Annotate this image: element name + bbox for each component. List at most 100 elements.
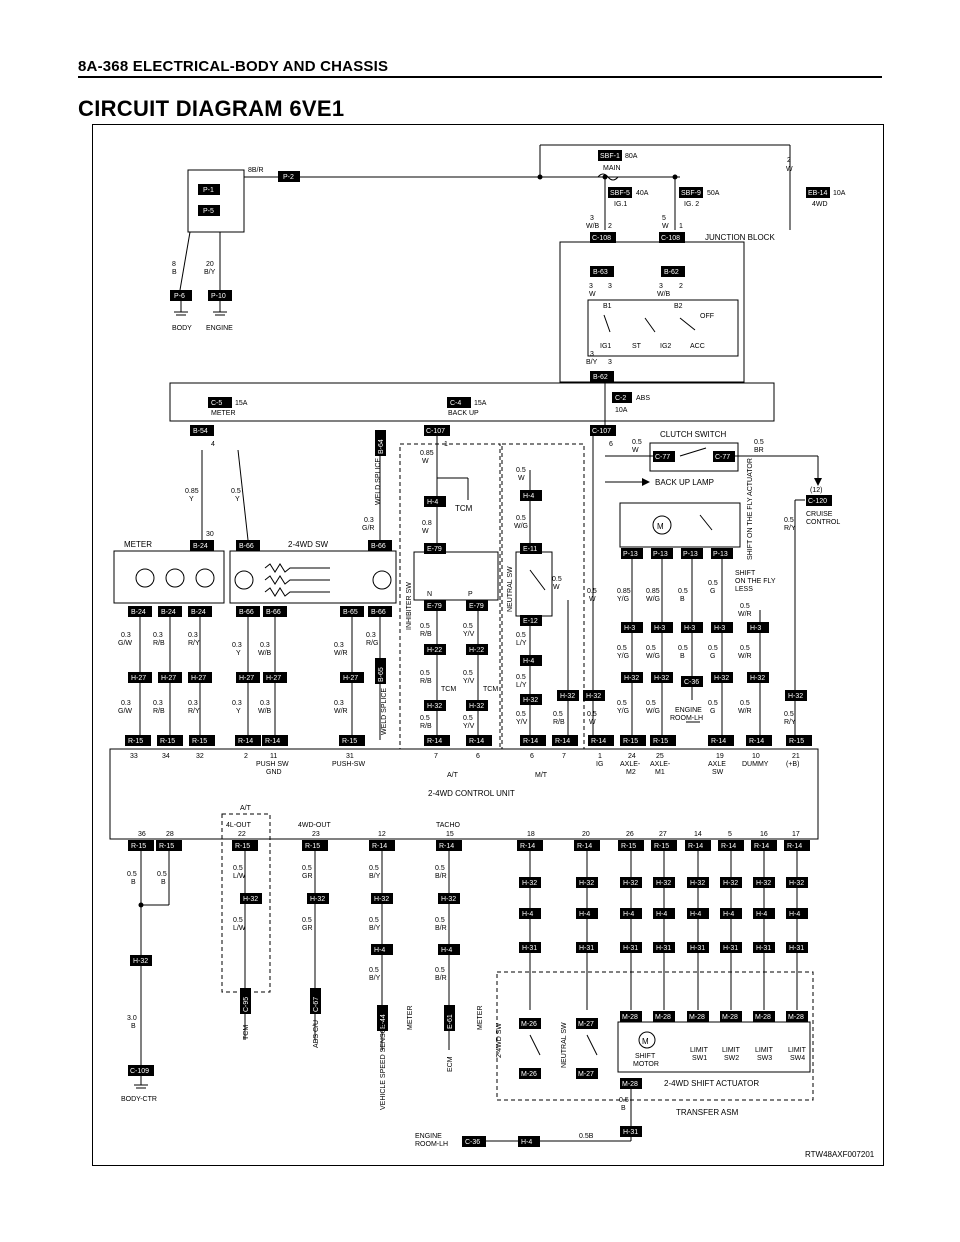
svg-text:M-26: M-26	[521, 1021, 537, 1028]
svg-text:H-27: H-27	[266, 675, 281, 682]
svg-text:4WD-OUT: 4WD-OUT	[298, 822, 331, 829]
engine-ground: ENGINE	[206, 325, 233, 332]
svg-text:C-109: C-109	[130, 1068, 149, 1075]
svg-text:H-27: H-27	[161, 675, 176, 682]
svg-text:7: 7	[562, 753, 566, 760]
svg-text:B2: B2	[674, 303, 683, 310]
svg-text:Y/G: Y/G	[617, 653, 629, 660]
svg-text:B: B	[680, 596, 685, 603]
svg-text:0.3: 0.3	[121, 632, 131, 639]
diagram-title: CIRCUIT DIAGRAM 6VE1	[78, 96, 345, 121]
svg-text:R/G: R/G	[366, 640, 378, 647]
svg-text:TCM: TCM	[243, 1025, 250, 1040]
svg-text:Y: Y	[235, 496, 240, 503]
svg-text:Y: Y	[236, 650, 241, 657]
svg-text:H-4: H-4	[522, 911, 533, 918]
svg-text:ABS: ABS	[636, 395, 650, 402]
fuse-bus	[169, 382, 775, 422]
svg-text:B/Y: B/Y	[586, 359, 598, 366]
svg-text:M-27: M-27	[578, 1021, 594, 1028]
svg-text:R-15: R-15	[128, 738, 143, 745]
svg-text:0.5: 0.5	[463, 623, 473, 630]
svg-text:25: 25	[656, 753, 664, 760]
svg-text:0.5: 0.5	[463, 670, 473, 677]
svg-text:A/T: A/T	[240, 805, 252, 812]
svg-text:0.3: 0.3	[232, 700, 242, 707]
svg-text:15A: 15A	[474, 400, 487, 407]
svg-text:0.85: 0.85	[420, 450, 434, 457]
svg-text:0.5: 0.5	[708, 580, 718, 587]
svg-text:INHIBITER SW: INHIBITER SW	[406, 582, 413, 630]
svg-text:G: G	[710, 653, 715, 660]
svg-text:10: 10	[752, 753, 760, 760]
svg-text:R/B: R/B	[553, 719, 565, 726]
svg-text:L/W: L/W	[233, 925, 246, 932]
svg-text:R/B: R/B	[153, 640, 165, 647]
svg-text:W: W	[662, 223, 669, 230]
svg-text:TACHO: TACHO	[436, 822, 461, 829]
svg-text:0.5: 0.5	[435, 967, 445, 974]
svg-text:TCM: TCM	[483, 686, 498, 693]
svg-text:CRUISE: CRUISE	[806, 511, 833, 518]
svg-text:H-3: H-3	[714, 625, 725, 632]
svg-text:M1: M1	[655, 769, 665, 776]
svg-text:0.85: 0.85	[617, 588, 631, 595]
svg-text:0.5: 0.5	[233, 865, 243, 872]
svg-text:C-77: C-77	[655, 454, 670, 461]
svg-text:C-67: C-67	[313, 997, 320, 1012]
svg-text:LIMIT: LIMIT	[690, 1047, 709, 1054]
svg-text:0.5: 0.5	[708, 645, 718, 652]
p1-label: P-1	[203, 187, 214, 194]
svg-text:0.5: 0.5	[678, 588, 688, 595]
svg-text:Y/V: Y/V	[463, 678, 475, 685]
svg-text:C-5: C-5	[211, 400, 222, 407]
svg-text:L/W: L/W	[233, 873, 246, 880]
svg-text:0.85: 0.85	[646, 588, 660, 595]
svg-text:SHIFT ON THE FLY ACTUATOR: SHIFT ON THE FLY ACTUATOR	[747, 458, 754, 560]
eb14-label: EB-14	[808, 190, 828, 197]
svg-text:R-14: R-14	[555, 738, 570, 745]
svg-text:H-4: H-4	[579, 911, 590, 918]
svg-text:H-4: H-4	[523, 493, 534, 500]
svg-text:PUSH SW: PUSH SW	[256, 761, 289, 768]
svg-text:NEUTRAL SW: NEUTRAL SW	[507, 566, 514, 612]
svg-text:3: 3	[608, 359, 612, 366]
svg-text:H-32: H-32	[789, 880, 804, 887]
svg-text:SHIFT: SHIFT	[635, 1053, 656, 1060]
svg-text:0.3: 0.3	[153, 632, 163, 639]
svg-text:0.5: 0.5	[740, 603, 750, 610]
svg-text:R/Y: R/Y	[188, 640, 200, 647]
svg-text:0.5: 0.5	[233, 917, 243, 924]
svg-text:H-31: H-31	[623, 945, 638, 952]
svg-text:W: W	[589, 596, 596, 603]
svg-text:B-24: B-24	[161, 609, 176, 616]
svg-text:H-27: H-27	[343, 675, 358, 682]
svg-text:OFF: OFF	[700, 313, 714, 320]
svg-text:GR: GR	[302, 925, 313, 932]
svg-text:Y/V: Y/V	[516, 719, 528, 726]
svg-text:8: 8	[172, 261, 176, 268]
svg-text:E-12: E-12	[523, 618, 538, 625]
svg-text:METER: METER	[211, 410, 236, 417]
svg-text:M2: M2	[626, 769, 636, 776]
svg-text:ON THE FLY: ON THE FLY	[735, 578, 776, 585]
svg-text:15: 15	[446, 831, 454, 838]
svg-text:0.3: 0.3	[334, 700, 344, 707]
svg-text:R-15: R-15	[192, 738, 207, 745]
svg-text:W/R: W/R	[334, 650, 348, 657]
svg-text:ST: ST	[632, 343, 642, 350]
shift-fly-actuator	[619, 502, 741, 548]
svg-text:TCM: TCM	[455, 504, 473, 513]
svg-text:B/R: B/R	[435, 925, 447, 932]
svg-text:B: B	[161, 879, 166, 886]
svg-text:0.3: 0.3	[188, 632, 198, 639]
svg-text:6: 6	[530, 753, 534, 760]
svg-text:H-31: H-31	[756, 945, 771, 952]
svg-text:R/Y: R/Y	[784, 719, 796, 726]
svg-text:R-14: R-14	[265, 738, 280, 745]
svg-text:18: 18	[527, 831, 535, 838]
svg-text:28: 28	[166, 831, 174, 838]
svg-text:MAIN: MAIN	[603, 165, 621, 172]
svg-text:W/G: W/G	[646, 708, 660, 715]
svg-text:H-32: H-32	[750, 675, 765, 682]
